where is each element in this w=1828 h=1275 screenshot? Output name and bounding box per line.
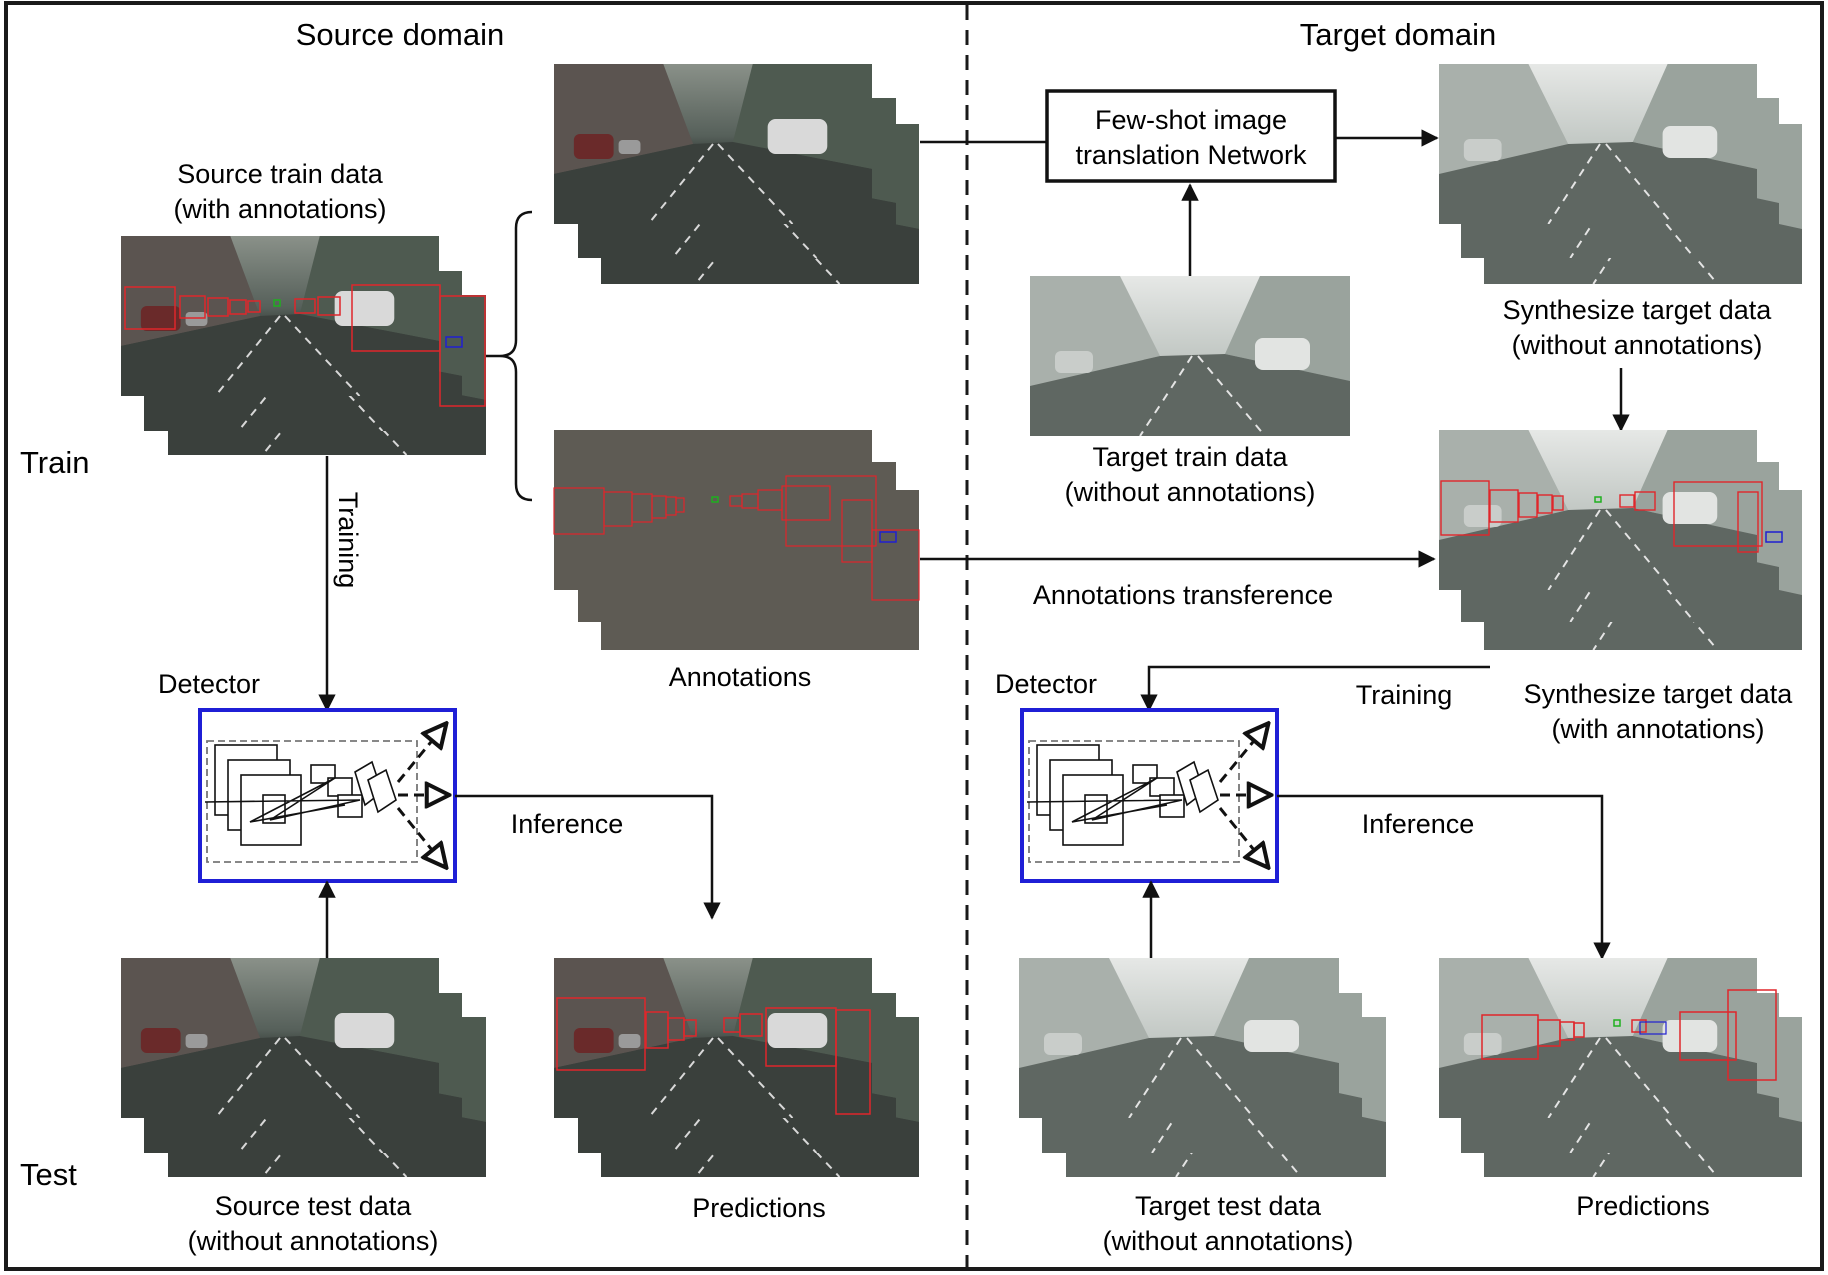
target-detector-box xyxy=(1020,708,1279,883)
source-train-data-label-2: (with annotations) xyxy=(173,194,386,224)
target-predictions-label: Predictions xyxy=(1576,1191,1710,1221)
target-inference-label: Inference xyxy=(1362,809,1475,839)
synth-target-no-annotations-stack xyxy=(1439,64,1802,284)
target-train-data-label-2: (without annotations) xyxy=(1065,477,1316,507)
arrow-target-inference xyxy=(1277,794,1611,960)
source-test-data-label-2: (without annotations) xyxy=(188,1226,439,1256)
row-label-train: Train xyxy=(20,445,89,480)
target-train-data-image xyxy=(1030,276,1350,436)
source-train-data-label-1: Source train data xyxy=(177,159,384,189)
source-training-label: Training xyxy=(333,492,363,589)
source-detector-box xyxy=(198,708,457,883)
row-label-test: Test xyxy=(20,1157,77,1192)
synth-no-ann-label-2: (without annotations) xyxy=(1512,330,1763,360)
source-predictions-stack xyxy=(554,958,919,1177)
target-detector-label: Detector xyxy=(995,669,1097,699)
target-domain-title: Target domain xyxy=(1300,17,1496,52)
source-domain-title: Source domain xyxy=(296,17,505,52)
translation-network-label-2: translation Network xyxy=(1075,140,1307,170)
split-brace xyxy=(486,210,533,502)
target-test-data-label-1: Target test data xyxy=(1135,1191,1322,1221)
annotations-label: Annotations xyxy=(669,662,812,692)
target-test-data-stack xyxy=(1019,958,1386,1177)
target-training-label: Training xyxy=(1356,680,1453,710)
source-predictions-label: Predictions xyxy=(692,1193,826,1223)
source-test-data-stack xyxy=(121,958,486,1177)
synth-with-ann-label-2: (with annotations) xyxy=(1551,714,1764,744)
source-inference-label: Inference xyxy=(511,809,624,839)
arrow-source-inference xyxy=(455,794,721,920)
target-predictions-stack xyxy=(1439,958,1802,1177)
source-train-data-stack xyxy=(121,236,486,455)
figure-frame xyxy=(4,1,1824,1271)
synth-no-ann-label-1: Synthesize target data xyxy=(1503,295,1773,325)
arrow-target-training xyxy=(1140,665,1490,712)
annotations-stack xyxy=(553,430,920,650)
source-detector-label: Detector xyxy=(158,669,260,699)
synth-with-ann-label-1: Synthesize target data xyxy=(1524,679,1794,709)
translation-network-label-1: Few-shot image xyxy=(1095,105,1287,135)
annotations-transference-label: Annotations transference xyxy=(1033,580,1333,610)
target-test-data-label-2: (without annotations) xyxy=(1103,1226,1354,1256)
target-train-data-label-1: Target train data xyxy=(1092,442,1288,472)
synth-target-with-annotations-stack xyxy=(1439,430,1802,650)
source-image-stack xyxy=(554,64,919,284)
source-test-data-label-1: Source test data xyxy=(215,1191,413,1221)
translation-network-box xyxy=(1045,89,1337,183)
